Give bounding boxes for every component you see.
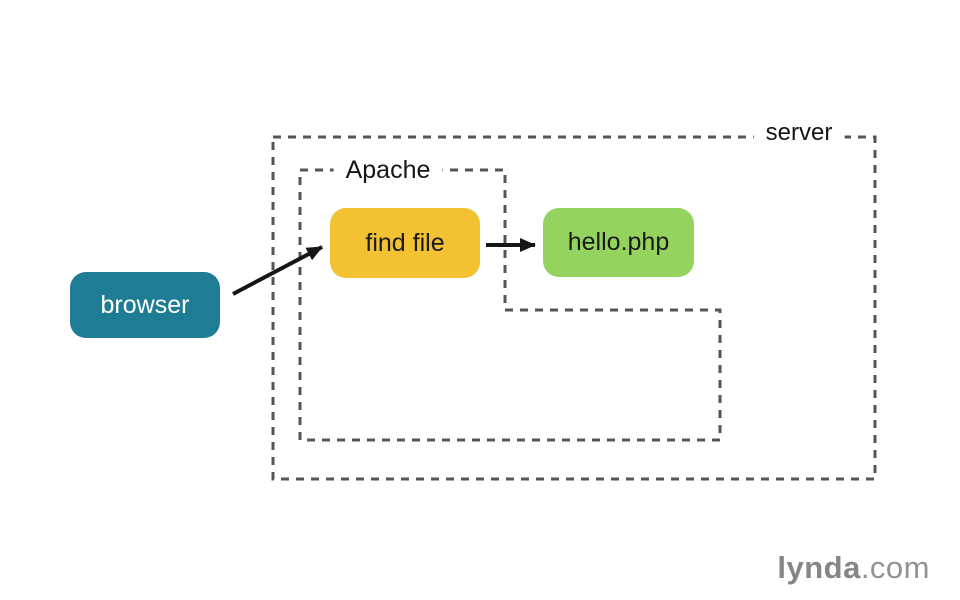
server-boundary-box: [271, 135, 877, 481]
hello-php-node: hello.php: [543, 208, 694, 277]
server-label: server: [753, 117, 845, 149]
lynda-logo-primary: lynda: [777, 550, 861, 585]
apache-label: Apache: [333, 154, 443, 186]
browser-node: browser: [70, 272, 220, 338]
arrow-browser-to-find-file: [232, 245, 323, 296]
lynda-logo: lynda.com: [777, 550, 930, 586]
find-file-node: find file: [330, 208, 480, 278]
apache-boundary-box: [298, 168, 722, 442]
lynda-logo-suffix: .com: [860, 550, 930, 585]
